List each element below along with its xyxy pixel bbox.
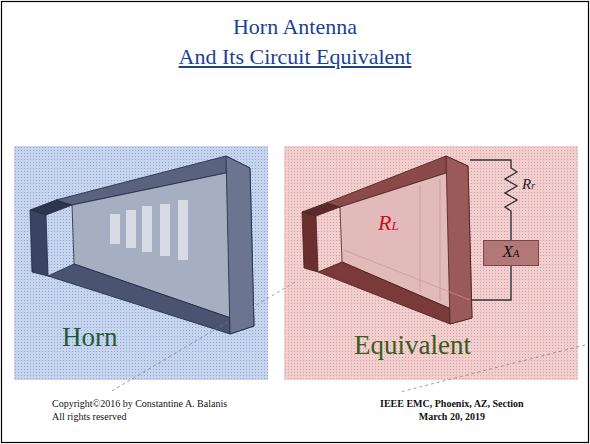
load-resistance-symbol: RL: [376, 210, 401, 235]
reactance-box: XA: [483, 240, 539, 266]
radiation-resistance-symbol: Rr: [522, 176, 535, 193]
panel-label: Horn: [62, 322, 118, 353]
panel-label: Equivalent: [354, 330, 471, 361]
rights-note: All rights reserved: [52, 411, 126, 423]
copyright-note: Copyright©2016 by Constantine A. Balanis: [52, 398, 227, 410]
event-date: March 20, 2019: [419, 411, 485, 423]
slide-title: Horn Antenna: [233, 14, 357, 39]
reactance-symbol: XA: [502, 242, 519, 262]
slide-subtitle: And Its Circuit Equivalent: [179, 44, 412, 69]
event-name: IEEE EMC, Phoenix, AZ, Section: [380, 398, 524, 410]
